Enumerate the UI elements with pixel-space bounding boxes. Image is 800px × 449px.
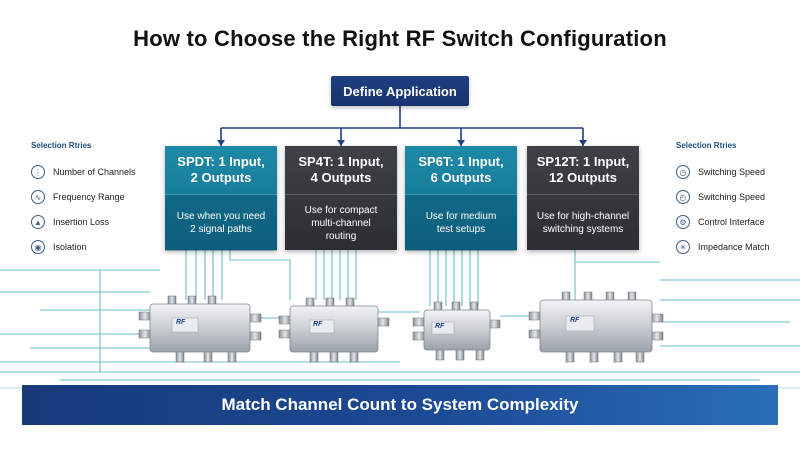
left-criteria-item: ▲ Insertion Loss (31, 212, 109, 232)
stopwatch-icon: ◷ (676, 165, 690, 179)
right-criteria-item: ◴ Switching Speed (676, 187, 765, 207)
page-title: How to Choose the Right RF Switch Config… (133, 26, 667, 51)
criteria-label: Switching Speed (698, 167, 766, 177)
right-criteria-item: ✳ Impedance Match (676, 237, 770, 257)
option-desc-line3: routing (325, 230, 357, 242)
module-brand-logo-sp12t: RF (570, 317, 580, 324)
root-connector-arrows (217, 140, 587, 146)
signal-icon: ▲ (31, 215, 45, 229)
criteria-label: Number of Channels (53, 167, 136, 177)
option-desc-line2: switching systems (542, 224, 624, 235)
option-title-line2: 4 Outputs (310, 170, 372, 185)
banner-text: Match Channel Count to System Complexity (221, 395, 579, 414)
signal-lines (0, 250, 800, 389)
left-criteria-item: ◉ Isolation (31, 237, 87, 257)
option-desc-line2: 2 signal paths (190, 224, 252, 235)
rf-switch-module-sp12t (528, 291, 664, 363)
right-criteria-item: ⚙ Control Interface (676, 212, 765, 232)
option-desc-line2: multi-channel (311, 217, 371, 229)
option-card-spdt: SPDT: 1 Input, 2 Outputs Use when you ne… (165, 146, 277, 251)
shield-icon: ◉ (31, 240, 45, 254)
wave-icon: ∿ (31, 190, 45, 204)
option-title-line1: SPDT: 1 Input, (177, 154, 265, 169)
rf-switch-module-spdt (138, 295, 262, 363)
rf-switch-module-sp6t (412, 301, 501, 361)
option-card-sp4t: SP4T: 1 Input, 4 Outputs Use for compact… (285, 146, 397, 250)
option-card-sp12t: SP12T: 1 Input, 12 Outputs Use for high-… (527, 146, 639, 250)
left-panel-heading: Selection Rtries (31, 141, 92, 150)
criteria-label: Switching Speed (698, 192, 766, 202)
network-icon: ⋮ (31, 165, 45, 179)
option-desc-line1: Use for compact (304, 204, 378, 216)
option-title-line2: 12 Outputs (549, 170, 617, 185)
option-card-sp6t: SP6T: 1 Input, 6 Outputs Use for medium … (405, 146, 517, 251)
criteria-label: Frequency Range (53, 192, 125, 202)
timer-icon: ◴ (676, 190, 690, 204)
option-desc-line1: Use for high-channel (536, 211, 630, 222)
left-criteria-item: ⋮ Number of Channels (31, 162, 136, 182)
option-title-line1: SP12T: 1 Input, (536, 154, 630, 169)
option-desc-line1: Use when you need (176, 211, 266, 222)
option-title-line2: 2 Outputs (190, 170, 252, 185)
option-title-line2: 6 Outputs (430, 170, 492, 185)
rf-switch-module-sp4t (278, 297, 390, 363)
criteria-label: Insertion Loss (53, 217, 110, 227)
antenna-icon: ✳ (676, 240, 690, 254)
root-connector-lines (220, 106, 584, 146)
criteria-label: Control Interface (698, 217, 765, 227)
right-panel-heading: Selection Rtries (676, 141, 737, 150)
define-application-node: Define Application (331, 76, 469, 106)
module-brand-logo-sp6t: RF (435, 323, 445, 330)
option-desc-line2: test setups (436, 224, 486, 235)
criteria-label: Isolation (53, 242, 87, 252)
left-criteria-item: ∿ Frequency Range (31, 187, 125, 207)
option-title-line1: SP6T: 1 Input, (418, 154, 504, 169)
gear-icon: ⚙ (676, 215, 690, 229)
right-criteria-item: ◷ Switching Speed (676, 162, 765, 182)
define-application-label: Define Application (343, 83, 457, 99)
option-desc-line1: Use for medium (425, 211, 497, 222)
criteria-label: Impedance Match (698, 242, 770, 252)
module-brand-logo-sp4t: RF (313, 321, 323, 328)
option-title-line1: SP4T: 1 Input, (298, 154, 384, 169)
module-brand-logo-spdt: RF (176, 319, 186, 326)
bottom-banner: Match Channel Count to System Complexity (22, 385, 778, 425)
